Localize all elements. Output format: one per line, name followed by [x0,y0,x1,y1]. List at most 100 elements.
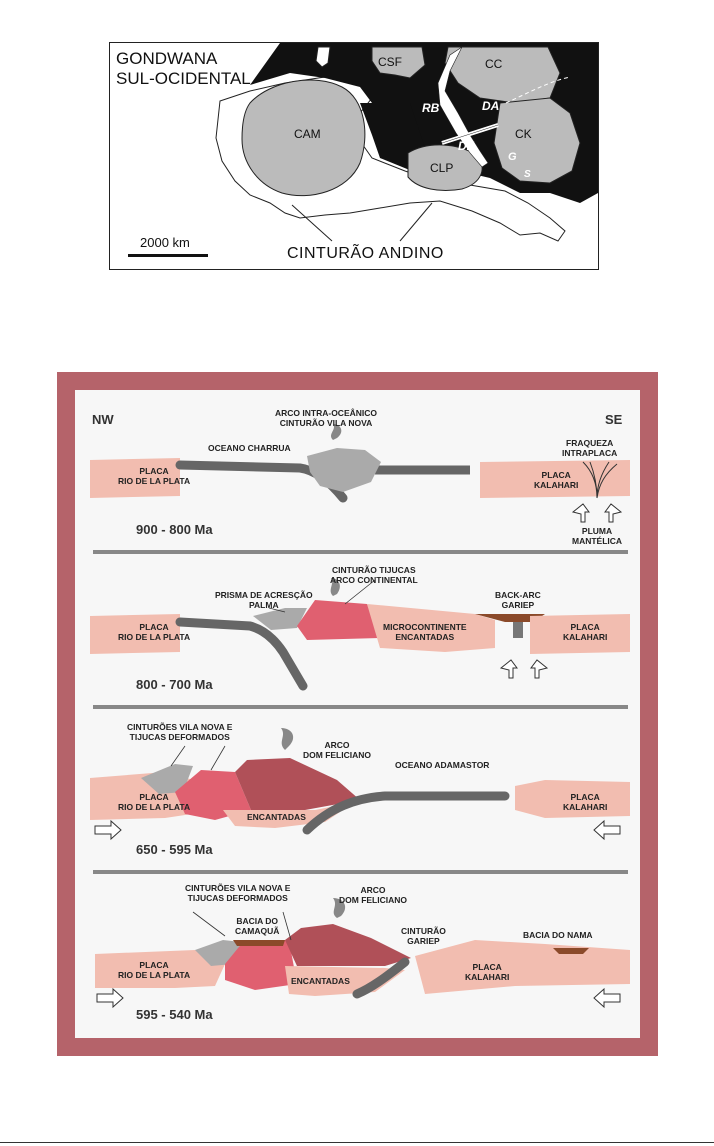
p1-kalahari-label: PLACA KALAHARI [534,470,579,490]
p3-grey-belt [141,764,193,794]
p2-micro-encantadas [367,604,495,652]
se-label: SE [605,412,623,427]
p4-plate-rio [95,950,225,988]
p4-dom-feliciano [285,924,411,966]
p3-ocean-label: OCEANO ADAMASTOR [395,760,490,770]
p1-plate-rio [90,458,180,498]
tectonic-sections: NW SE ARCO INTRA-OCEÂNICO CINTURÃO VILA … [75,390,640,1038]
andino-label: CINTURÃO ANDINO [287,245,444,262]
p2-prisma-leader [268,607,286,613]
andino-leader-2 [399,202,433,242]
p2-tijucas-leader [344,579,376,605]
p2-tijucas-arc [297,600,380,640]
p4-arc-puff [333,898,346,918]
tectonic-sections-frame: NW SE ARCO INTRA-OCEÂNICO CINTURÃO VILA … [57,372,658,1056]
cam-craton [241,79,366,197]
p3-belts-leader-1 [170,745,186,767]
p1-arc-puff [331,424,342,440]
p4-arrow-right [593,987,621,1009]
sections-drawing [90,424,630,1009]
p4-encantadas-label: ENCANTADAS [291,976,350,986]
p2-backarc-gap [513,622,523,638]
da-label: DA [482,99,500,113]
p4-plate-kalahari [415,940,630,994]
cc-label: CC [485,57,503,71]
p4-camaqua [233,940,285,946]
p3-arrow-right [593,819,621,841]
p1-ocean-label: OCEANO CHARRUA [208,443,291,453]
ck-craton [493,97,581,184]
clp-craton [407,144,483,191]
p2-tijucas-label: CINTURÃO TIJUCAS ARCO CONTINENTAL [330,565,418,585]
p2-prisma-label: PRISMA DE ACRESÇÃO PALMA [215,590,313,610]
csf-craton [371,46,426,79]
p3-slab [302,791,510,835]
p1-weak-zone [582,461,618,499]
p4-age: 595 - 540 Ma [136,1007,213,1022]
clp-label: CLP [430,161,454,175]
p4-nama-label: BACIA DO NAMA [523,930,593,940]
p2-age: 800 - 700 Ma [136,677,213,692]
p3-belts-label: CINTURÕES VILA NOVA E TIJUCAS DEFORMADOS [127,722,233,742]
ck-label: CK [515,127,532,141]
p4-arrow-left [96,987,124,1009]
nw-label: NW [92,412,114,427]
p3-arrow-left [94,819,122,841]
p2-micro-label: MICROCONTINENTE ENCANTADAS [383,622,467,642]
p3-rio-label: PLACA RIO DE LA PLATA [118,792,191,812]
rift-channel [437,46,489,168]
p4-nama-basin [553,948,589,954]
andino-leader-1 [291,204,333,242]
p3-arc-puff [281,728,294,750]
p4-arc-label: ARCO DOM FELICIANO [339,885,407,905]
p4-slab [352,957,410,999]
map-title: GONDWANA SUL-OCIDENTAL [116,49,251,88]
p4-gariep-label: CINTURÃO GARIEP [401,926,446,946]
p1-plume-arrows [571,503,623,523]
p2-backarc-label: BACK-ARC GARIEP [495,590,541,610]
p1-weak-label: FRAQUEZA INTRAPLACA [562,438,618,458]
p3-encantadas-label: ENCANTADAS [247,812,306,822]
p2-arrows [499,659,549,679]
p1-age: 900 - 800 Ma [136,522,213,537]
gondwana-map: GONDWANA SUL-OCIDENTAL CAM CSF CC RB DA … [109,42,599,270]
separator-3 [93,870,628,874]
separator-1 [93,550,628,554]
p3-plate-kalahari [515,780,630,818]
p3-belts-leader-2 [210,745,226,771]
s-label: S [524,169,531,180]
separator-2 [93,705,628,709]
p1-arc [307,448,381,492]
page-footer-rule [0,1142,714,1143]
p4-camaqua-label: BACIA DO CAMAQUÃ [235,916,280,936]
p3-arc-label: ARCO DOM FELICIANO [303,740,371,760]
p4-belts-label: CINTURÕES VILA NOVA E TIJUCAS DEFORMADOS [185,883,291,903]
df-label: DF [458,139,474,153]
p1-rio-label: PLACA RIO DE LA PLATA [118,466,191,486]
p4-belts-leader-2 [282,911,292,941]
p2-arc-puff [330,578,340,596]
p4-belts-leader-1 [192,911,226,937]
p2-plate-kalahari [530,614,630,654]
p3-dom-feliciano [235,758,360,810]
p4-rio-label: PLACA RIO DE LA PLATA [118,960,191,980]
p2-plate-rio [90,614,180,654]
g-label: G [508,151,517,163]
p2-slab [175,617,308,691]
p3-tijucas [175,770,251,820]
p2-backarc [475,614,545,622]
cam-label: CAM [294,127,321,141]
map-drawing [215,43,598,242]
csf-notch [315,46,331,68]
p4-kalahari-label: PLACA KALAHARI [465,962,510,982]
p3-age: 650 - 595 Ma [136,842,213,857]
scale-bar [128,254,208,257]
p2-rio-label: PLACA RIO DE LA PLATA [118,622,191,642]
p1-arc-label: ARCO INTRA-OCEÂNICO CINTURÃO VILA NOVA [275,408,377,428]
p1-plume-label: PLUMA MANTÉLICA [572,526,623,546]
scale-label: 2000 km [140,235,190,250]
p3-kalahari-label: PLACA KALAHARI [563,792,608,812]
p4-tijucas [225,940,297,990]
dashed-boundary [505,76,571,104]
p2-kalahari-label: PLACA KALAHARI [563,622,608,642]
